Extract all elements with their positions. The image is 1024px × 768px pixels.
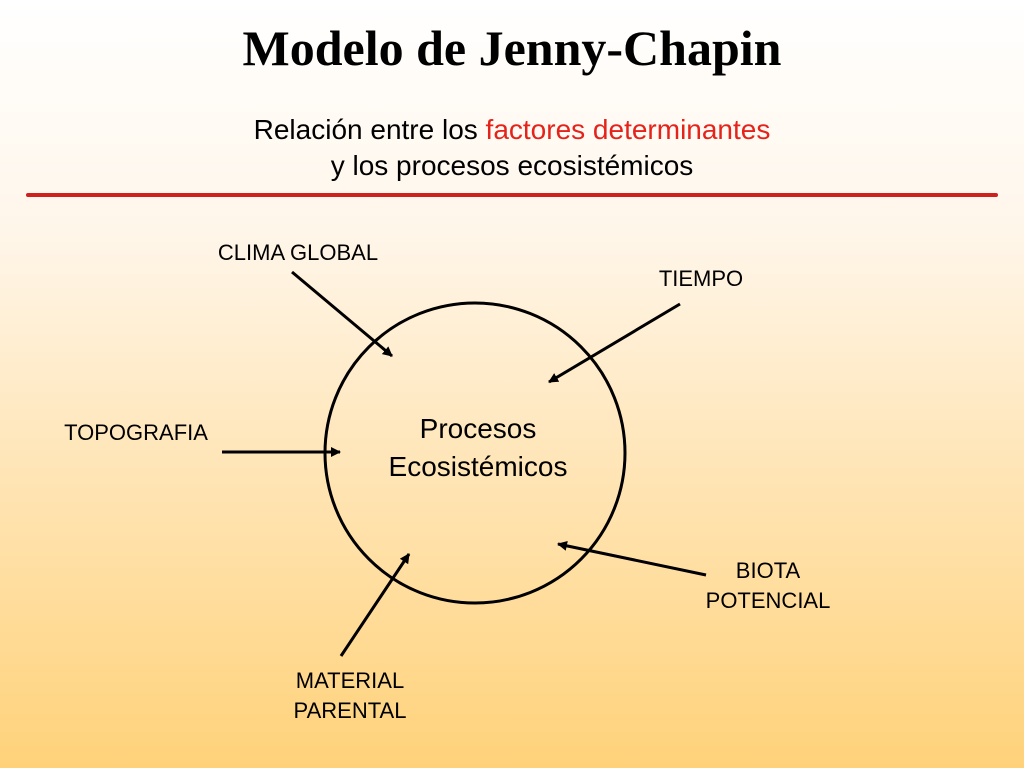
center-label: Procesos Ecosistémicos [376, 410, 580, 486]
factor-clima-global: CLIMA GLOBAL [217, 240, 379, 265]
factor-tiempo: TIEMPO [658, 266, 744, 291]
center-label-line-2: Ecosistémicos [388, 451, 568, 482]
material-line-1: MATERIAL [295, 668, 405, 693]
factor-topografia: TOPOGRAFIA [64, 420, 208, 445]
subtitle-prefix: Relación entre los [253, 114, 486, 145]
title-divider [26, 193, 998, 197]
arrow-tiempo [548, 302, 681, 384]
slide-subtitle: Relación entre los factores determinante… [0, 112, 1024, 184]
arrow-material [339, 553, 411, 657]
center-label-line-1: Procesos [419, 413, 537, 444]
arrow-biota [557, 540, 707, 577]
material-line-2: PARENTAL [293, 698, 407, 723]
biota-line-1: BIOTA [735, 558, 801, 583]
subtitle-line-1: Relación entre los factores determinante… [0, 112, 1024, 148]
biota-line-2: POTENCIAL [705, 588, 831, 613]
subtitle-line-2: y los procesos ecosistémicos [330, 150, 694, 181]
factor-biota-potencial: BIOTA POTENCIAL [676, 556, 860, 616]
arrow-clima [291, 270, 393, 358]
factor-material-parental: MATERIAL PARENTAL [260, 666, 440, 726]
subtitle-highlight: factores determinantes [485, 114, 771, 145]
slide-title: Modelo de Jenny-Chapin [242, 20, 782, 76]
